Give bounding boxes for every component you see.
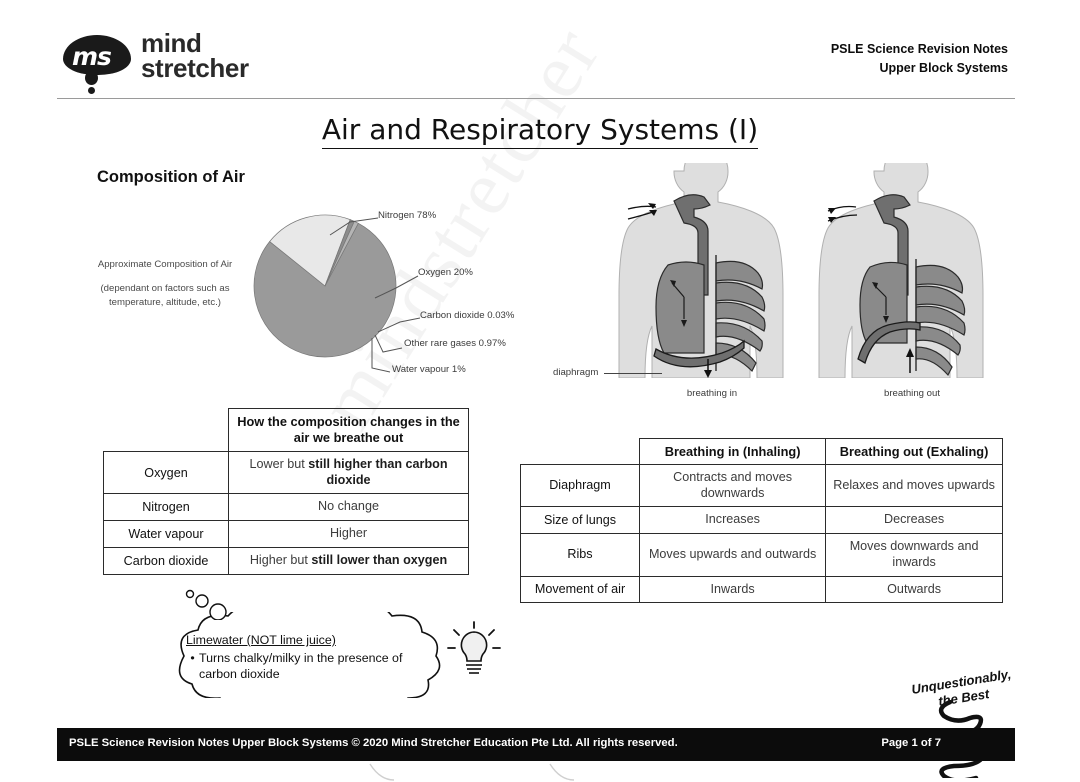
cell-nitrogen-change: No change: [228, 493, 469, 522]
cell-oxygen-change: Lower but still higher than carbon dioxi…: [228, 450, 469, 495]
diaphragm-label: diaphragm: [553, 367, 599, 378]
row-label-water-vapour: Water vapour: [103, 520, 229, 548]
row-label-nitrogen: Nitrogen: [103, 493, 229, 522]
cell-movement-of-air-in: Inwards: [638, 575, 827, 604]
table-row: Carbon dioxide Higher but still lower th…: [103, 546, 469, 575]
diaphragm-leader-line: [604, 373, 662, 374]
table-row-header: How the composition changes in the air w…: [104, 408, 469, 452]
cell-water-vapour-change: Higher: [228, 520, 469, 548]
limewater-note: Limewater (NOT lime juice) • Turns chalk…: [186, 632, 421, 682]
diagram-caption-breathing-in: breathing in: [686, 388, 738, 399]
logo-word-line2: stretcher: [141, 53, 249, 84]
limewater-note-title: Limewater (NOT lime juice): [186, 633, 336, 647]
header-title-line1: PSLE Science Revision Notes: [830, 42, 1008, 56]
table-corner-cell: [521, 439, 640, 465]
pie-leader-lines: [329, 217, 421, 373]
page-title-text: Air and Respiratory Systems (I): [321, 113, 759, 149]
cell-size-of-lungs-out: Decreases: [825, 506, 1003, 535]
pie-label-carbon-dioxide: Carbon dioxide 0.03%: [420, 310, 515, 321]
diagram-breathing-out: [812, 146, 1012, 379]
lightbulb-icon: [447, 621, 501, 674]
table-corner-cell: [104, 409, 229, 452]
air-composition-pie-chart: [252, 213, 398, 359]
header-title-block: PSLE Science Revision Notes Upper Block …: [831, 40, 1008, 78]
table-header-breathing-out: Breathing out (Exhaling): [825, 438, 1003, 465]
table-row: Size of lungs Increases Decreases: [520, 506, 1003, 535]
section-heading-composition: Composition of Air: [97, 168, 245, 186]
footer-bar: PSLE Science Revision Notes Upper Block …: [57, 728, 1015, 761]
table-row: Water vapour Higher: [103, 520, 469, 548]
table-header-breathing-in: Breathing in (Inhaling): [638, 438, 827, 465]
cell-ribs-in: Moves upwards and outwards: [638, 533, 827, 577]
table-row: Ribs Moves upwards and outwards Moves do…: [520, 533, 1003, 577]
table-composition-changes: How the composition changes in the air w…: [103, 408, 469, 575]
row-label-diaphragm: Diaphragm: [520, 463, 640, 508]
bullet-marker-icon: •: [190, 651, 195, 666]
table-row: Oxygen Lower but still higher than carbo…: [103, 450, 469, 495]
table-row: Movement of air Inwards Outwards: [520, 575, 1003, 604]
logo-blob-icon: ms: [63, 35, 131, 94]
scan-edge-artifact: [369, 763, 575, 781]
table-header-composition-changes: How the composition changes in the air w…: [228, 408, 469, 452]
cell-movement-of-air-out: Outwards: [825, 575, 1003, 604]
row-label-carbon-dioxide: Carbon dioxide: [103, 546, 229, 575]
torso-inhale-svg: [618, 146, 784, 379]
pie-caption: Approximate Composition of Air (dependan…: [70, 258, 260, 310]
footer-page-number: Page 1 of 7: [881, 737, 941, 749]
thought-bubble-tail-dots: [185, 589, 227, 620]
diagram-breathing-in: [612, 146, 812, 379]
page-title: Air and Respiratory Systems (I): [0, 113, 1080, 149]
pie-label-other-rare-gases: Other rare gases 0.97%: [404, 338, 506, 349]
row-label-ribs: Ribs: [520, 533, 640, 577]
logo-word-line1: mind: [141, 28, 202, 58]
header-divider: [57, 98, 1015, 99]
logo-wordmark: mind stretcher: [141, 28, 249, 84]
cell-ribs-out: Moves downwards and inwards: [825, 533, 1003, 577]
cell-diaphragm-in: Contracts and moves downwards: [638, 463, 827, 508]
limewater-note-text: Turns chalky/milky in the presence of ca…: [199, 651, 403, 682]
row-label-oxygen: Oxygen: [103, 450, 229, 495]
limewater-note-bullet: • Turns chalky/milky in the presence of …: [186, 650, 421, 682]
pie-caption-line1: Approximate Composition of Air: [97, 259, 233, 270]
torso-exhale-svg: [818, 146, 984, 379]
logo-monogram: ms: [72, 42, 112, 71]
cell-carbon-dioxide-change: Higher but still lower than oxygen: [228, 546, 469, 575]
pie-label-water-vapour: Water vapour 1%: [392, 364, 466, 375]
thought-bubble-shape: [178, 612, 441, 698]
cell-diaphragm-out: Relaxes and moves upwards: [825, 463, 1003, 508]
diagram-caption-breathing-out: breathing out: [883, 388, 940, 399]
footer-copyright: PSLE Science Revision Notes Upper Block …: [69, 737, 678, 749]
pie-slice-nitrogen: [253, 222, 397, 358]
row-label-size-of-lungs: Size of lungs: [520, 506, 640, 535]
table-row: Nitrogen No change: [103, 493, 469, 522]
table-row: Diaphragm Contracts and moves downwards …: [520, 463, 1003, 508]
pie-label-nitrogen: Nitrogen 78%: [378, 210, 437, 221]
brand-logo: ms mind stretcher: [63, 28, 393, 94]
table-breathing-mechanism: Breathing in (Inhaling) Breathing out (E…: [520, 438, 1003, 604]
pie-caption-line2: (dependant on factors such as: [100, 282, 230, 294]
pie-slice-oxygen: [269, 214, 351, 287]
pie-svg: [253, 214, 397, 358]
header-title-line2: Upper Block Systems: [879, 60, 1008, 75]
cell-size-of-lungs-in: Increases: [638, 506, 827, 535]
pie-caption-line3: temperature, altitude, etc.): [109, 296, 221, 308]
row-label-movement-of-air: Movement of air: [520, 575, 640, 604]
pie-label-oxygen: Oxygen 20%: [418, 267, 473, 278]
table-row-header: Breathing in (Inhaling) Breathing out (E…: [521, 438, 1003, 465]
